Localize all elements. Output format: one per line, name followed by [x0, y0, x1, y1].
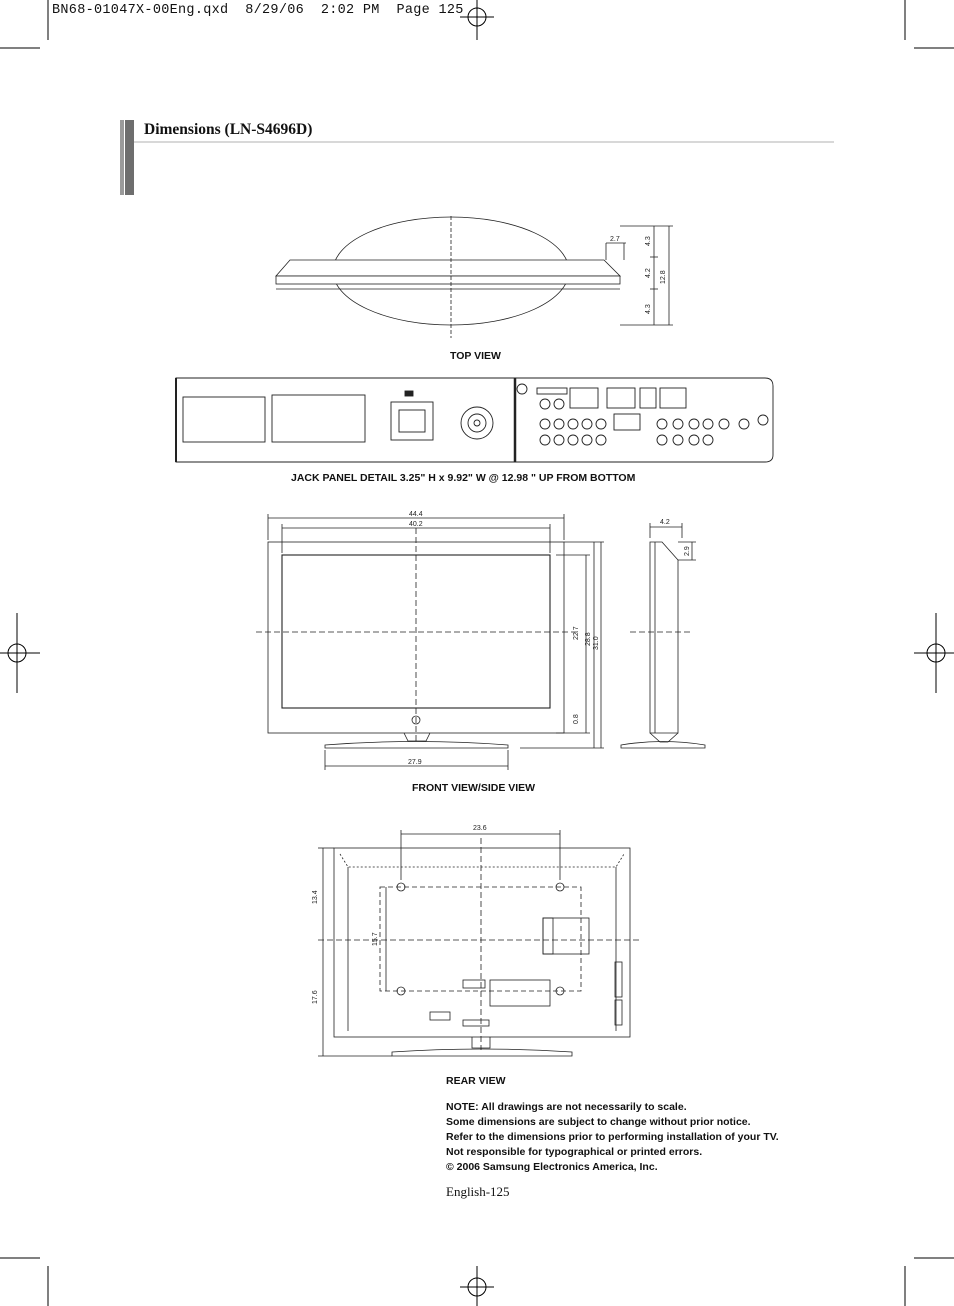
section-bar	[120, 120, 834, 195]
top-dim-b: 4.2	[645, 268, 652, 278]
front-view-drawing	[256, 514, 604, 770]
rear-dim-mount-h: 15.7	[372, 932, 379, 946]
caption-jack-panel: JACK PANEL DETAIL 3.25" H x 9.92" W @ 12…	[291, 472, 636, 484]
print-slug: BN68-01047X-00Eng.qxd 8/29/06 2:02 PM Pa…	[52, 3, 464, 18]
caption-rear-view: REAR VIEW	[446, 1075, 506, 1087]
caption-top-view: TOP VIEW	[450, 350, 501, 362]
front-dim-body-h: 28.8	[585, 632, 592, 646]
section-title: Dimensions (LN-S4696D)	[144, 121, 313, 138]
jack-panel-drawing	[175, 377, 774, 463]
page-number: English-125	[446, 1184, 510, 1199]
top-dim-offset: 2.7	[610, 236, 620, 243]
side-view-drawing	[620, 523, 706, 749]
top-dim-c: 4.3	[645, 304, 652, 314]
note-line: Not responsible for typographical or pri…	[446, 1146, 703, 1158]
notes-block: NOTE: All drawings are not necessarily t…	[446, 1100, 779, 1175]
front-dim-width-overall: 44.4	[409, 511, 423, 518]
side-dim-top: 2.9	[684, 546, 691, 556]
rear-dim-upper: 13.4	[312, 890, 319, 904]
rear-view-drawing	[318, 830, 640, 1057]
caption-front-side-view: FRONT VIEW/SIDE VIEW	[412, 782, 536, 794]
front-dim-bottom: 0.8	[573, 714, 580, 724]
front-dim-screen-h: 22.7	[573, 626, 580, 640]
front-dim-stand: 27.9	[408, 759, 422, 766]
side-dim-depth: 4.2	[660, 519, 670, 526]
top-dim-a: 4.3	[645, 236, 652, 246]
note-line: NOTE: All drawings are not necessarily t…	[446, 1101, 687, 1113]
note-line: Refer to the dimensions prior to perform…	[446, 1131, 779, 1143]
front-dim-width-screen: 40.2	[409, 521, 423, 528]
rear-dim-lower: 17.6	[312, 990, 319, 1004]
rear-dim-mount-w: 23.6	[473, 825, 487, 832]
front-dim-total-h: 31.0	[593, 636, 600, 650]
top-dim-total: 12.8	[660, 270, 667, 284]
note-line: Some dimensions are subject to change wi…	[446, 1116, 751, 1128]
top-view-drawing	[275, 216, 673, 338]
note-line: © 2006 Samsung Electronics America, Inc.	[446, 1161, 658, 1173]
